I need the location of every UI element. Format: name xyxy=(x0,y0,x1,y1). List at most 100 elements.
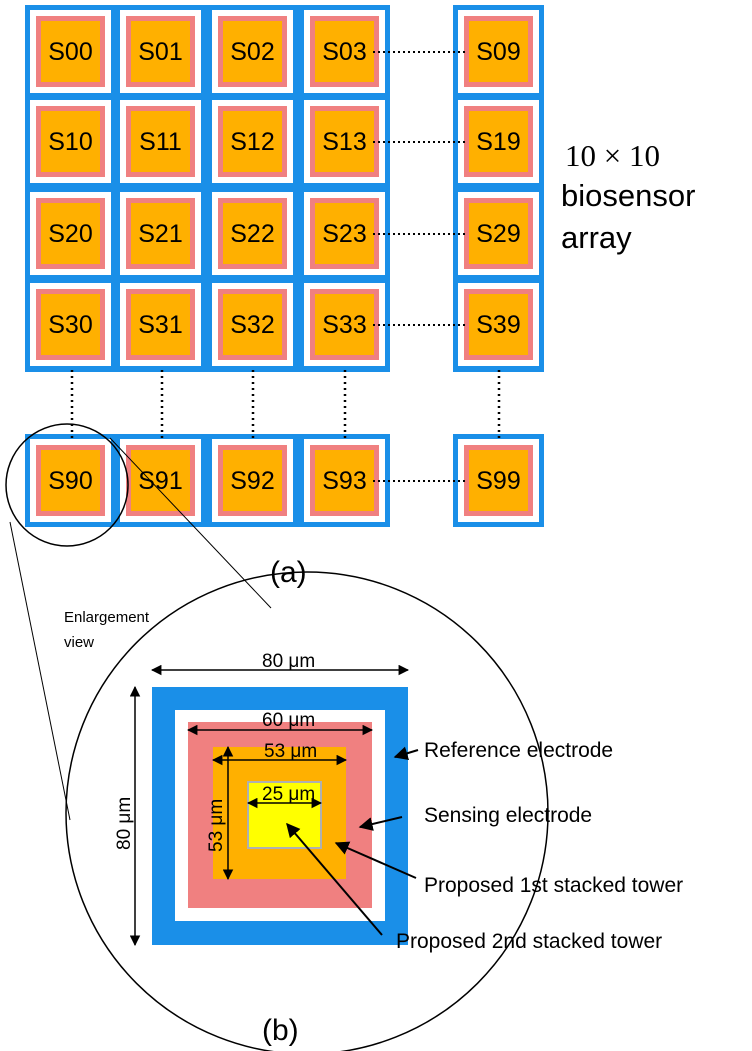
sensor-cell: S11 xyxy=(120,100,201,183)
cell-tower xyxy=(41,203,100,264)
enlargement-note-line1: Enlargement xyxy=(64,609,150,626)
enlargement-note-line2: view xyxy=(64,634,94,651)
sensor-cell: S12 xyxy=(212,100,293,183)
sensor-cell-label: S32 xyxy=(230,311,274,339)
sensor-cell: S23 xyxy=(304,192,385,275)
sensor-cell: S39 xyxy=(458,283,539,366)
array-title-line2: array xyxy=(561,220,632,255)
sensor-cell: S91 xyxy=(120,439,201,522)
cell-tower xyxy=(469,111,528,172)
sensor-cell: S10 xyxy=(30,100,111,183)
sensor-cell: S21 xyxy=(120,192,201,275)
cell-tower xyxy=(469,294,528,355)
cell-tower xyxy=(315,111,374,172)
sensor-cell: S31 xyxy=(120,283,201,366)
sensor-cell-label: S39 xyxy=(476,311,520,339)
sensor-cell: S92 xyxy=(212,439,293,522)
sensor-cell-label: S12 xyxy=(230,128,274,156)
array-title-line1: biosensor xyxy=(561,178,695,213)
sensor-cell: S93 xyxy=(304,439,385,522)
cell-tower xyxy=(223,21,282,82)
cell-tower xyxy=(315,294,374,355)
sensor-cell-label: S13 xyxy=(322,128,366,156)
sensor-cell-label: S00 xyxy=(48,38,92,66)
label-reference-electrode: Reference electrode xyxy=(424,739,613,762)
sensor-cell: S01 xyxy=(120,10,201,93)
sensor-cell-label: S29 xyxy=(476,220,520,248)
cell-tower xyxy=(469,450,528,511)
cell-tower xyxy=(131,450,190,511)
cell-tower xyxy=(223,111,282,172)
magnifier-small-circle xyxy=(5,423,129,547)
dim-tower1-height: 53 μm xyxy=(206,799,227,852)
callout-arrow-tower1 xyxy=(334,841,417,879)
magnifier-large-circle xyxy=(65,571,549,1051)
sensor-cell-label: S99 xyxy=(476,467,520,495)
sensor-cell-label: S01 xyxy=(138,38,182,66)
sensor-cell-label: S02 xyxy=(230,38,274,66)
cell-tower xyxy=(131,21,190,82)
sensor-cell-label: S92 xyxy=(230,467,274,495)
sensor-cell-label: S30 xyxy=(48,311,92,339)
cell-tower xyxy=(131,203,190,264)
cell-tower xyxy=(131,294,190,355)
sensor-cell: S19 xyxy=(458,100,539,183)
sensor-cell-label: S11 xyxy=(139,128,182,156)
sensor-cell: S22 xyxy=(212,192,293,275)
dim-outer-height: 80 μm xyxy=(114,797,135,850)
cell-tower xyxy=(41,450,100,511)
dim-sensing: 60 μm xyxy=(262,710,315,731)
sensor-cell-label: S23 xyxy=(322,220,366,248)
cell-tower xyxy=(131,111,190,172)
sensor-cell: S00 xyxy=(30,10,111,93)
sensor-cell: S30 xyxy=(30,283,111,366)
dim-outer-width: 80 μm xyxy=(262,651,315,672)
caption-b: (b) xyxy=(262,1014,299,1047)
sensor-cell: S29 xyxy=(458,192,539,275)
sensor-cell-label: S03 xyxy=(322,38,366,66)
sensor-cell: S09 xyxy=(458,10,539,93)
sensor-cell: S32 xyxy=(212,283,293,366)
label-tower2: Proposed 2nd stacked tower xyxy=(396,930,662,953)
dim-tower2: 25 μm xyxy=(262,784,315,805)
label-tower1: Proposed 1st stacked tower xyxy=(424,874,683,897)
array-size-label: 10 × 10 xyxy=(565,138,660,173)
cell-tower xyxy=(469,21,528,82)
sensor-cell-label: S09 xyxy=(476,38,520,66)
sensor-cell: S99 xyxy=(458,439,539,522)
cell-tower xyxy=(315,21,374,82)
cell-tower xyxy=(41,21,100,82)
magnifier-connector-left xyxy=(9,521,71,821)
cell-tower xyxy=(41,111,100,172)
sensor-cell-label: S31 xyxy=(138,311,182,339)
sensor-cell-label: S22 xyxy=(230,220,274,248)
sensor-cell: S33 xyxy=(304,283,385,366)
sensor-cell-label: S33 xyxy=(322,311,366,339)
cell-tower xyxy=(223,450,282,511)
callout-arrow-sensing xyxy=(358,816,403,831)
sensor-cell-label: S91 xyxy=(138,467,182,495)
dim-tower1-width: 53 μm xyxy=(264,741,317,762)
stacked-tower-2nd xyxy=(247,781,322,849)
cell-tower xyxy=(223,203,282,264)
callout-arrow-reference xyxy=(393,746,419,761)
callout-arrow-tower2 xyxy=(286,822,383,936)
cell-tower xyxy=(315,203,374,264)
sensor-cell: S13 xyxy=(304,100,385,183)
cell-tower xyxy=(223,294,282,355)
sensor-cell: S02 xyxy=(212,10,293,93)
sensor-cell-label: S10 xyxy=(48,128,92,156)
sensor-cell-label: S21 xyxy=(138,220,182,248)
label-sensing-electrode: Sensing electrode xyxy=(424,804,592,827)
sensor-cell-label: S19 xyxy=(476,128,520,156)
sensor-cell-label: S90 xyxy=(48,467,92,495)
sensor-cell: S03 xyxy=(304,10,385,93)
sensor-cell: S20 xyxy=(30,192,111,275)
sensor-cell: S90 xyxy=(30,439,111,522)
cell-tower xyxy=(469,203,528,264)
sensor-cell-label: S93 xyxy=(322,467,366,495)
cell-tower xyxy=(315,450,374,511)
cell-tower xyxy=(41,294,100,355)
